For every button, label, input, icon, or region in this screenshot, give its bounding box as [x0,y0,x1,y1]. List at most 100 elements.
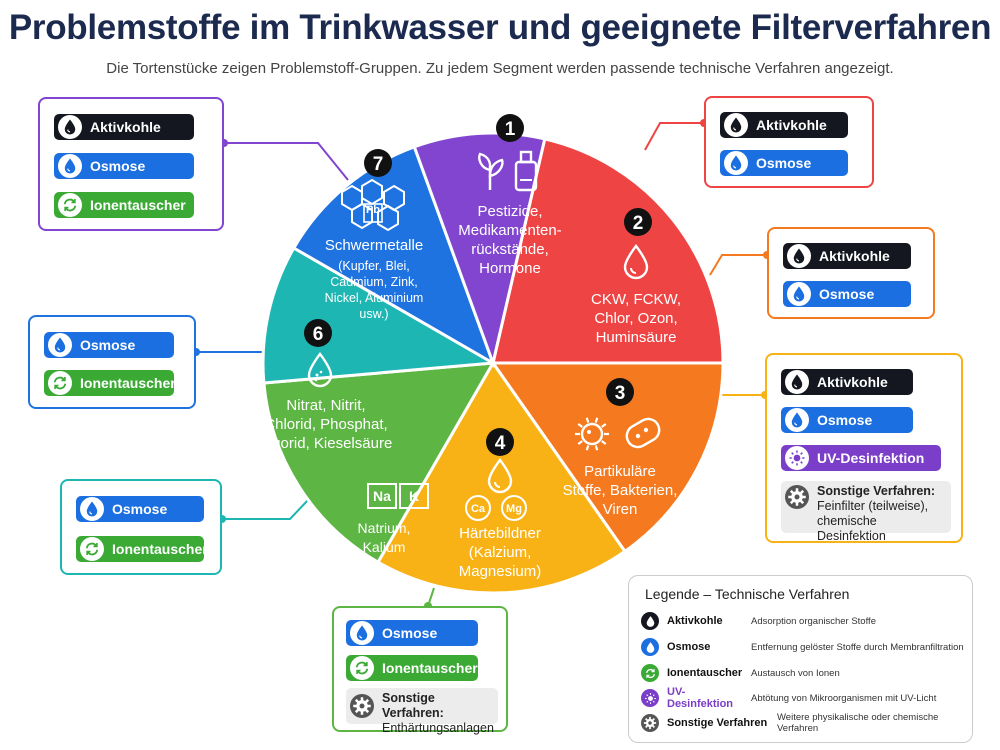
drop-icon [58,154,82,178]
segment-label-line: Viren [603,501,638,518]
pill-osmose: Osmose [346,620,478,646]
element-chip: Pb [366,204,380,216]
drop-icon [80,497,104,521]
hexagon-molecule-icon [341,178,405,232]
recycle-icon [80,537,104,561]
pill-aktivkohle: Aktivkohle [720,112,848,138]
segment-label-line: Hormone [479,260,541,277]
pill-osmose: Osmose [783,281,911,307]
bacteria-icon [575,417,661,451]
pill-ionentauscher: Ionentauscher [76,536,208,562]
connector-line [709,254,767,276]
drop-icon [724,151,748,175]
segment-number: 4 [495,433,506,454]
segment-label-line: Partikuläre [584,463,656,480]
methods-box-seg1: Aktivkohle Osmose [704,96,874,188]
segment-number-badge [364,149,392,177]
sun-icon [641,689,659,707]
pill-aktivkohle: Aktivkohle [781,369,913,395]
gear-icon [641,714,659,732]
connector-line [644,122,704,151]
segment-label-line: CKW, FCKW, [591,291,681,308]
segment-label-line: Natrium, [358,520,411,536]
drop-icon [641,638,659,656]
methods-box-seg5: Osmose Ionentauscher [60,479,222,575]
segment-label-line: Nitrat, Nitrit, [286,397,365,414]
methods-box-seg4: Osmose Ionentauscher Sonstige Verfahren:… [332,606,508,735]
segment-label-line: Nickel, Aluminium [325,291,424,305]
segment-label-line: Fluorid, Kieselsäure [260,435,393,452]
element-chip: Ca [471,503,486,515]
drop-icon [787,244,811,268]
methods-box-seg7: Aktivkohle Osmose Ionentauscher [38,97,224,231]
pill-uv-desinfektion: UV-Desinfektion [781,445,941,471]
segment-number-badge [304,319,332,347]
methods-box-seg3: Aktivkohle Osmose UV-Desinfektion Sonsti… [765,353,963,543]
segment-heading: Schwermetalle [325,237,423,254]
segment-label-line: (Kalzium, [469,544,532,561]
connector-line [224,142,349,181]
segment-number-badge [496,114,524,142]
pill-aktivkohle: Aktivkohle [783,243,911,269]
legend: Legende – Technische Verfahren Aktivkohl… [628,575,973,743]
pie-segment-4 [262,361,496,565]
pill-ionentauscher: Ionentauscher [44,370,176,396]
pie-segment-5 [261,245,498,385]
element-chip-box [399,483,429,509]
drop-icon [58,115,82,139]
gear-icon [350,694,374,718]
plant-bottle-icon [478,150,538,192]
methods-box-seg6: Osmose Ionentauscher [28,315,196,409]
segment-number: 3 [615,383,626,404]
segment-number: 7 [373,154,384,175]
element-chip-box [367,483,397,509]
pill-osmose: Osmose [781,407,913,433]
drop-icon [641,612,659,630]
gear-icon [785,485,809,509]
pill-osmose: Osmose [54,153,194,179]
segment-label-line: Huminsäure [596,329,677,346]
drop-icon [350,621,374,645]
element-chip: Na [373,488,391,504]
drop-icon [785,408,809,432]
drop-icon [487,458,513,494]
page-subtitle: Die Tortenstücke zeigen Problemstoff-Gru… [106,60,894,77]
pill-ionentauscher: Ionentauscher [346,655,478,681]
segment-number-badge [606,378,634,406]
segment-label-line: usw.) [359,307,388,321]
connector-line [222,499,309,520]
recycle-icon [641,664,659,682]
other-methods: Sonstige Verfahren:Enthärtungsanlagen [346,688,498,735]
pie-segment-7 [412,131,547,369]
methods-box-seg2: Aktivkohle Osmose [767,227,935,319]
segment-label-line: rückstände, [471,241,549,258]
recycle-icon [48,371,72,395]
segment-label-line: Stoffe, Bakterien, [563,482,678,499]
pie-segment-1 [491,137,725,365]
drop-icon [307,352,333,388]
segment-number: 6 [313,324,324,345]
drop-icon [623,244,649,280]
segment-number-badge [624,208,652,236]
pill-ionentauscher: Ionentauscher [54,192,194,218]
segment-label-line: (Kupfer, Blei, [338,259,410,273]
element-chip: Mg [506,503,522,515]
pie-segment-2 [490,361,725,554]
segment-number-badge [486,428,514,456]
segment-label-line: Chlor, Ozon, [594,310,677,327]
pill-osmose: Osmose [76,496,204,522]
segment-label-line: Cadmium, Zink, [330,275,418,289]
element-chip-circle [501,495,527,521]
recycle-icon [350,656,374,680]
recycle-icon [58,193,82,217]
segment-label-line: Pestizide, [477,203,542,220]
legend-title: Legende – Technische Verfahren [645,586,850,602]
segment-label-line: Kalium [363,539,406,555]
